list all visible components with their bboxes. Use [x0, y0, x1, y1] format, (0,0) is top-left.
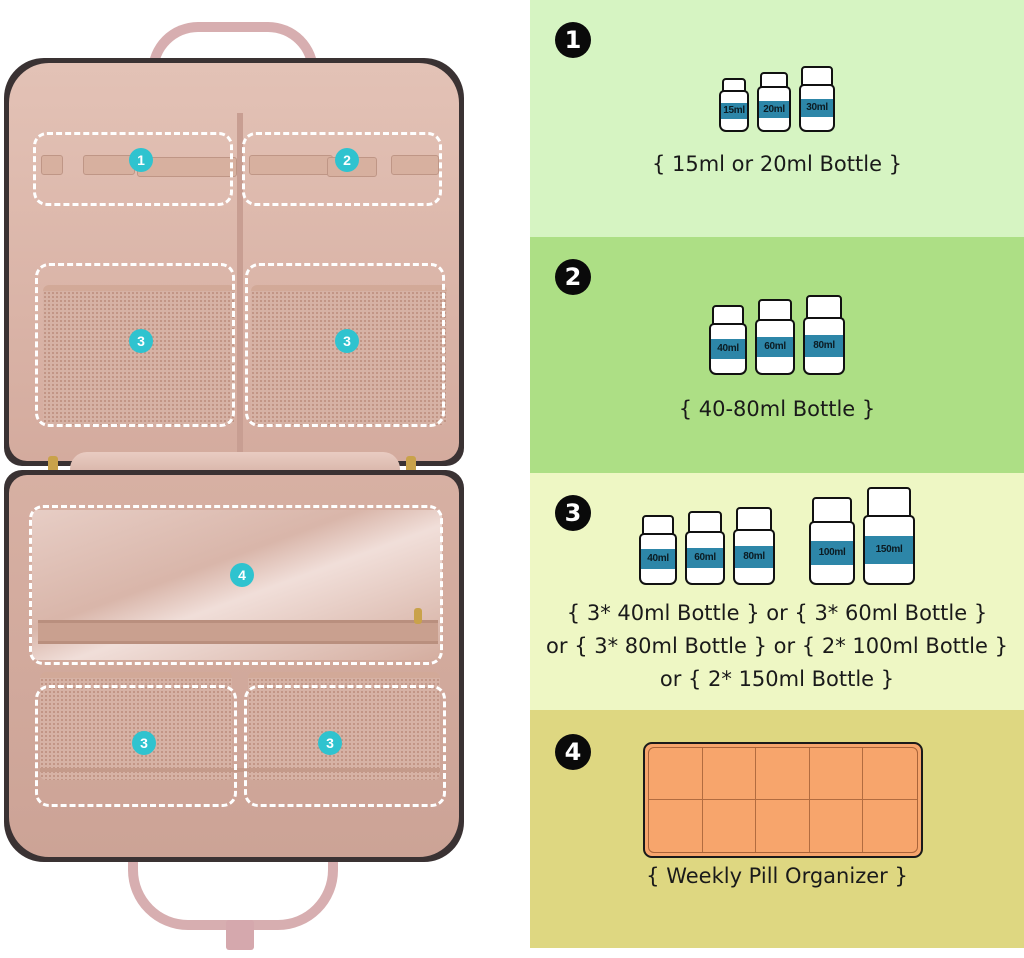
number-badge: 1: [555, 22, 591, 58]
zone-badge: 2: [335, 148, 359, 172]
handle-tab: [226, 920, 254, 950]
mesh-pocket: [43, 285, 235, 425]
mesh-pocket: [248, 672, 440, 780]
bottle-icon: 40ml: [639, 515, 677, 585]
zone-badge: 3: [129, 329, 153, 353]
mesh-pocket: [40, 672, 232, 780]
bottle-icon: 40ml: [709, 305, 747, 375]
bottle-icon: 80ml: [733, 507, 775, 585]
compartment-caption: { Weekly Pill Organizer }: [646, 864, 908, 888]
zipper-pull: [48, 456, 58, 474]
bottle-icon: 60ml: [755, 299, 795, 375]
bottle-group: 15ml 20ml 30ml: [530, 66, 1024, 132]
zone-3-lower-right: [244, 685, 446, 807]
zone-3-upper-left: [35, 263, 235, 427]
legend-panel-1: 1 15ml 20ml 30ml { 15ml or 20ml Bottle }: [530, 0, 1024, 237]
compartment-caption: { 40-80ml Bottle }: [678, 397, 876, 421]
legend-panel-2: 2 40ml 60ml 80ml { 40-80ml Bottle }: [530, 237, 1024, 473]
legend-panel-4: 4 { Weekly Pill Organizer }: [530, 710, 1024, 948]
number-badge: 3: [555, 495, 591, 531]
zone-badge: 4: [230, 563, 254, 587]
bag-upper-half: [4, 58, 464, 466]
number-badge: 4: [555, 734, 591, 770]
zone-3-upper-right: [245, 263, 445, 427]
top-handle: [148, 22, 318, 82]
clear-pocket-zipper: [38, 620, 438, 644]
zone-badge: 3: [318, 731, 342, 755]
bottle-icon: 80ml: [803, 295, 845, 375]
zone-1: [33, 132, 233, 206]
zone-badge: 3: [132, 731, 156, 755]
bag-photo: 1 2 3 3 4 3 3: [0, 0, 470, 958]
zipper-pull: [414, 608, 422, 624]
zone-2: [242, 132, 442, 206]
mesh-pocket: [251, 285, 447, 425]
compartment-caption: or { 2* 150ml Bottle }: [659, 667, 895, 691]
zipper-pull: [406, 456, 416, 474]
bottle-icon: 30ml: [799, 66, 835, 132]
number-badge: 2: [555, 259, 591, 295]
bottom-handle: [128, 850, 338, 930]
center-seam: [237, 113, 243, 461]
zone-3-lower-left: [35, 685, 237, 807]
legend-panel-3: 3 40ml 60ml 80ml 100ml 150ml: [530, 473, 1024, 710]
elastic-strap: [391, 155, 439, 175]
bottle-icon: 15ml: [719, 78, 749, 132]
bottle-group: 40ml 60ml 80ml 100ml 150ml: [530, 487, 1024, 585]
bottle-icon: 150ml: [863, 487, 915, 585]
pill-organizer-icon: [643, 742, 923, 858]
bottle-icon: 60ml: [685, 511, 725, 585]
pocket-binding: [40, 768, 440, 772]
zone-4: [29, 505, 443, 665]
compartment-caption: { 3* 40ml Bottle } or { 3* 60ml Bottle }: [566, 601, 988, 625]
upper-lining: [9, 63, 459, 461]
zone-badge: 3: [335, 329, 359, 353]
zone-badge: 1: [129, 148, 153, 172]
compartment-caption: or { 3* 80ml Bottle } or { 2* 100ml Bott…: [546, 634, 1008, 658]
compartment-legend: 1 15ml 20ml 30ml { 15ml or 20ml Bottle }…: [530, 0, 1024, 948]
bottle-icon: 20ml: [757, 72, 791, 132]
bottle-group: 40ml 60ml 80ml: [530, 295, 1024, 375]
compartment-caption: { 15ml or 20ml Bottle }: [651, 152, 903, 176]
elastic-strap: [41, 155, 63, 175]
bottle-icon: 100ml: [809, 497, 855, 585]
